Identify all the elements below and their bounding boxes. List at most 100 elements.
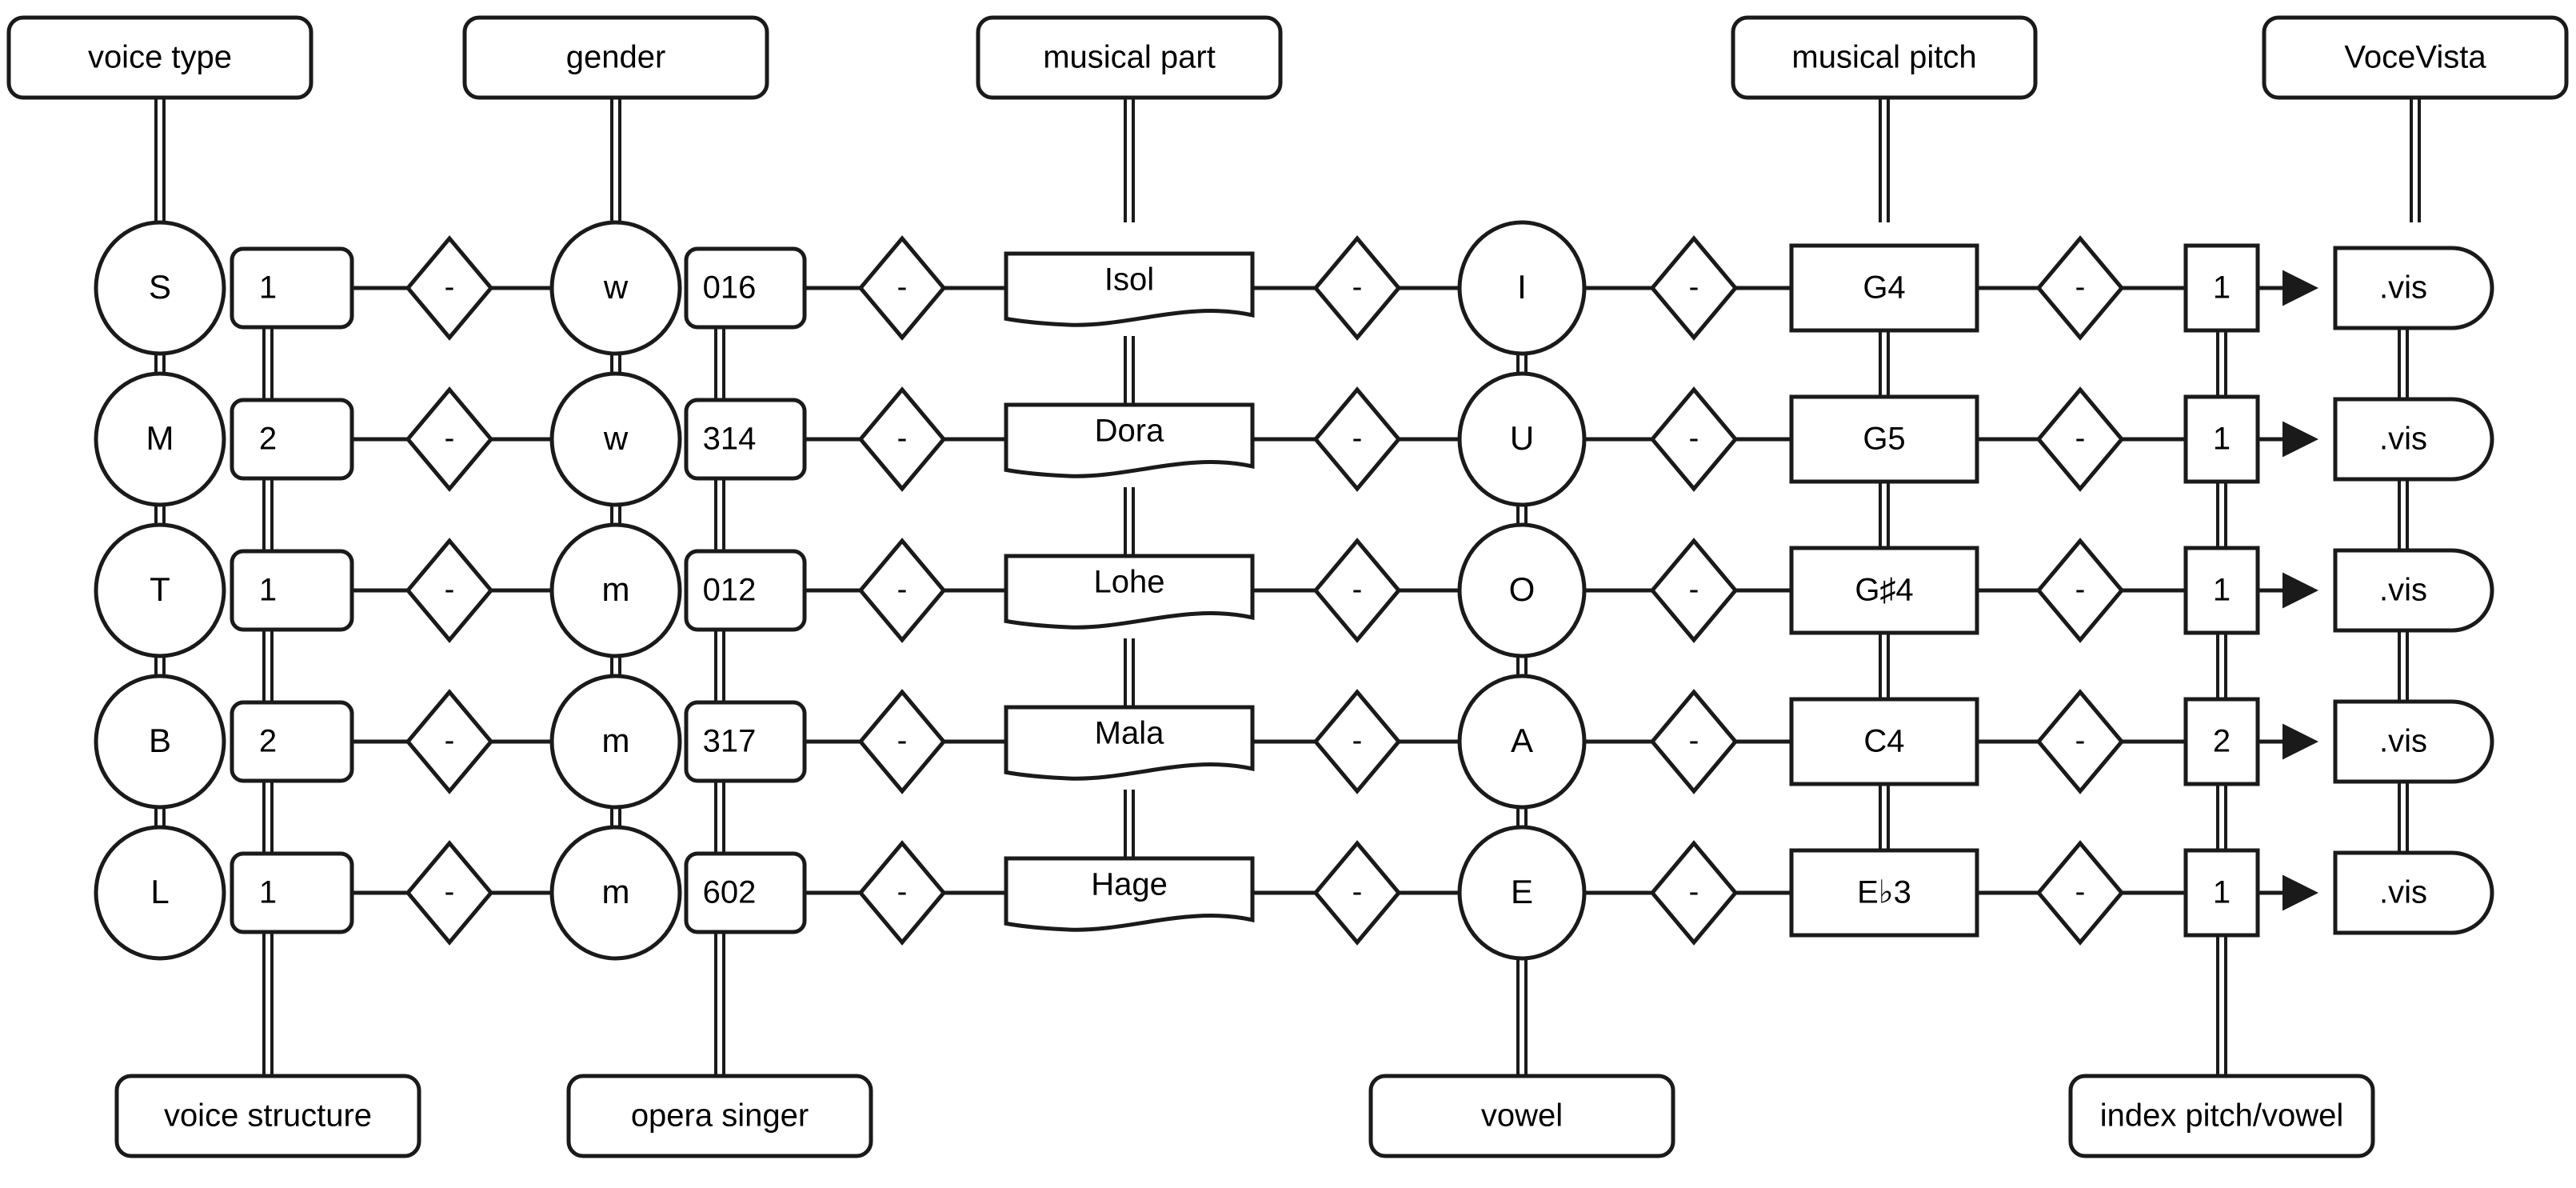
relationship-voicetype-gender-1[interactable] bbox=[405, 386, 494, 492]
relationship-part-vowel-0[interactable] bbox=[1312, 235, 1402, 341]
header-box-musical-part bbox=[976, 15, 1283, 100]
relationship-vowel-pitch-2[interactable] bbox=[1649, 538, 1739, 643]
musical-pitch-value-0: G4 bbox=[1863, 270, 1905, 306]
entity-gender-4[interactable] bbox=[549, 825, 682, 961]
entity-opera-singer-0[interactable] bbox=[684, 246, 807, 330]
index-value-0: 1 bbox=[2213, 270, 2231, 306]
relationship-label-1-3: - bbox=[1352, 422, 1363, 455]
relationship-voicetype-gender-4[interactable] bbox=[405, 840, 494, 946]
relationship-gender-part-1[interactable] bbox=[857, 386, 947, 492]
entity-gender-2[interactable] bbox=[549, 522, 682, 658]
entity-vowel-0[interactable] bbox=[1457, 220, 1587, 356]
entity-vowel-4[interactable] bbox=[1457, 825, 1587, 961]
relationship-label-3-2: - bbox=[897, 724, 908, 758]
relationship-voicetype-gender-3[interactable] bbox=[405, 689, 494, 794]
relationship-label-3-1: - bbox=[445, 724, 455, 758]
entity-voice-type-2[interactable] bbox=[94, 522, 226, 658]
relationship-vowel-pitch-0[interactable] bbox=[1649, 235, 1739, 341]
footer-box-voice-structure bbox=[114, 1074, 421, 1158]
entity-file-3[interactable] bbox=[2333, 699, 2494, 784]
entity-file-2[interactable] bbox=[2333, 548, 2494, 633]
entity-voice-structure-0[interactable] bbox=[230, 246, 354, 330]
relationship-label-2-2: - bbox=[897, 573, 908, 606]
voice-structure-value-0: 1 bbox=[259, 270, 277, 306]
entity-opera-singer-4[interactable] bbox=[684, 851, 807, 934]
gender-value-4: m bbox=[602, 873, 630, 910]
relationship-gender-part-4[interactable] bbox=[857, 840, 947, 946]
entity-file-1[interactable] bbox=[2333, 397, 2494, 482]
entity-voice-structure-1[interactable] bbox=[230, 398, 354, 481]
entity-voice-type-3[interactable] bbox=[94, 674, 226, 810]
relationship-pitch-index-0[interactable] bbox=[2035, 235, 2125, 341]
entity-voice-type-0[interactable] bbox=[94, 220, 226, 356]
voice-structure-value-1: 2 bbox=[259, 422, 277, 457]
entity-voice-structure-2[interactable] bbox=[230, 549, 354, 632]
relationship-part-vowel-4[interactable] bbox=[1312, 840, 1402, 946]
relationship-gender-part-3[interactable] bbox=[857, 689, 947, 794]
entity-voice-type-4[interactable] bbox=[94, 825, 226, 961]
relationship-part-vowel-3[interactable] bbox=[1312, 689, 1402, 794]
entity-musical-pitch-3[interactable] bbox=[1789, 697, 1979, 786]
entity-musical-part-1[interactable] bbox=[1004, 402, 1255, 478]
relationship-vowel-pitch-3[interactable] bbox=[1649, 689, 1739, 794]
musical-pitch-value-3: C4 bbox=[1863, 724, 1904, 759]
entity-musical-part-0[interactable] bbox=[1004, 251, 1255, 327]
entity-gender-0[interactable] bbox=[549, 220, 682, 356]
entity-index-2[interactable] bbox=[2183, 546, 2260, 635]
entity-musical-part-3[interactable] bbox=[1004, 705, 1255, 781]
entity-musical-part-4[interactable] bbox=[1004, 856, 1255, 932]
relationship-pitch-index-4[interactable] bbox=[2035, 840, 2125, 946]
index-value-2: 1 bbox=[2213, 573, 2231, 608]
relationship-part-vowel-2[interactable] bbox=[1312, 538, 1402, 643]
entity-gender-3[interactable] bbox=[549, 674, 682, 810]
entity-musical-pitch-2[interactable] bbox=[1789, 546, 1979, 635]
entity-opera-singer-1[interactable] bbox=[684, 398, 807, 481]
entity-index-4[interactable] bbox=[2183, 848, 2260, 938]
relationship-voicetype-gender-0[interactable] bbox=[405, 235, 494, 341]
relationship-gender-part-0[interactable] bbox=[857, 235, 947, 341]
vowel-value-2: O bbox=[1509, 570, 1536, 608]
header-label-musical-part: musical part bbox=[1043, 40, 1216, 75]
relationship-vowel-pitch-4[interactable] bbox=[1649, 840, 1739, 946]
entity-opera-singer-2[interactable] bbox=[684, 549, 807, 632]
voice-structure-value-4: 1 bbox=[259, 875, 277, 910]
relationship-vowel-pitch-1[interactable] bbox=[1649, 386, 1739, 492]
entity-index-0[interactable] bbox=[2183, 243, 2260, 333]
entity-voice-structure-3[interactable] bbox=[230, 700, 354, 783]
header-label-voice-type: voice type bbox=[88, 40, 232, 75]
entity-gender-1[interactable] bbox=[549, 371, 682, 507]
musical-part-value-1: Dora bbox=[1095, 414, 1164, 449]
gender-value-0: w bbox=[603, 268, 629, 306]
entity-voice-structure-4[interactable] bbox=[230, 851, 354, 934]
vowel-value-0: I bbox=[1517, 268, 1527, 306]
entity-musical-pitch-0[interactable] bbox=[1789, 243, 1979, 333]
relationship-pitch-index-3[interactable] bbox=[2035, 689, 2125, 794]
relationship-voicetype-gender-2[interactable] bbox=[405, 538, 494, 643]
entity-vowel-3[interactable] bbox=[1457, 674, 1587, 810]
relationship-label-3-3: - bbox=[1352, 724, 1363, 758]
voice-type-value-3: B bbox=[149, 722, 171, 759]
relationship-label-2-4: - bbox=[1689, 573, 1699, 606]
relationship-part-vowel-1[interactable] bbox=[1312, 386, 1402, 492]
relationship-label-4-1: - bbox=[445, 875, 455, 909]
entity-musical-pitch-4[interactable] bbox=[1789, 848, 1979, 938]
entity-index-3[interactable] bbox=[2183, 697, 2260, 786]
entity-file-0[interactable] bbox=[2333, 246, 2494, 330]
entity-musical-part-2[interactable] bbox=[1004, 554, 1255, 630]
relationship-label-2-5: - bbox=[2075, 573, 2086, 606]
relationship-gender-part-2[interactable] bbox=[857, 538, 947, 643]
entity-index-1[interactable] bbox=[2183, 394, 2260, 484]
entity-vowel-1[interactable] bbox=[1457, 371, 1587, 507]
entity-opera-singer-3[interactable] bbox=[684, 700, 807, 783]
relationship-pitch-index-2[interactable] bbox=[2035, 538, 2125, 643]
entity-vowel-2[interactable] bbox=[1457, 522, 1587, 658]
index-value-1: 1 bbox=[2213, 422, 2231, 457]
entity-musical-pitch-1[interactable] bbox=[1789, 394, 1979, 484]
index-value-3: 2 bbox=[2213, 724, 2231, 759]
vowel-value-4: E bbox=[1511, 873, 1533, 910]
entity-voice-type-1[interactable] bbox=[94, 371, 226, 507]
header-label-gender: gender bbox=[566, 40, 666, 75]
relationship-pitch-index-1[interactable] bbox=[2035, 386, 2125, 492]
musical-part-value-0: Isol bbox=[1104, 262, 1154, 298]
entity-file-4[interactable] bbox=[2333, 850, 2494, 935]
